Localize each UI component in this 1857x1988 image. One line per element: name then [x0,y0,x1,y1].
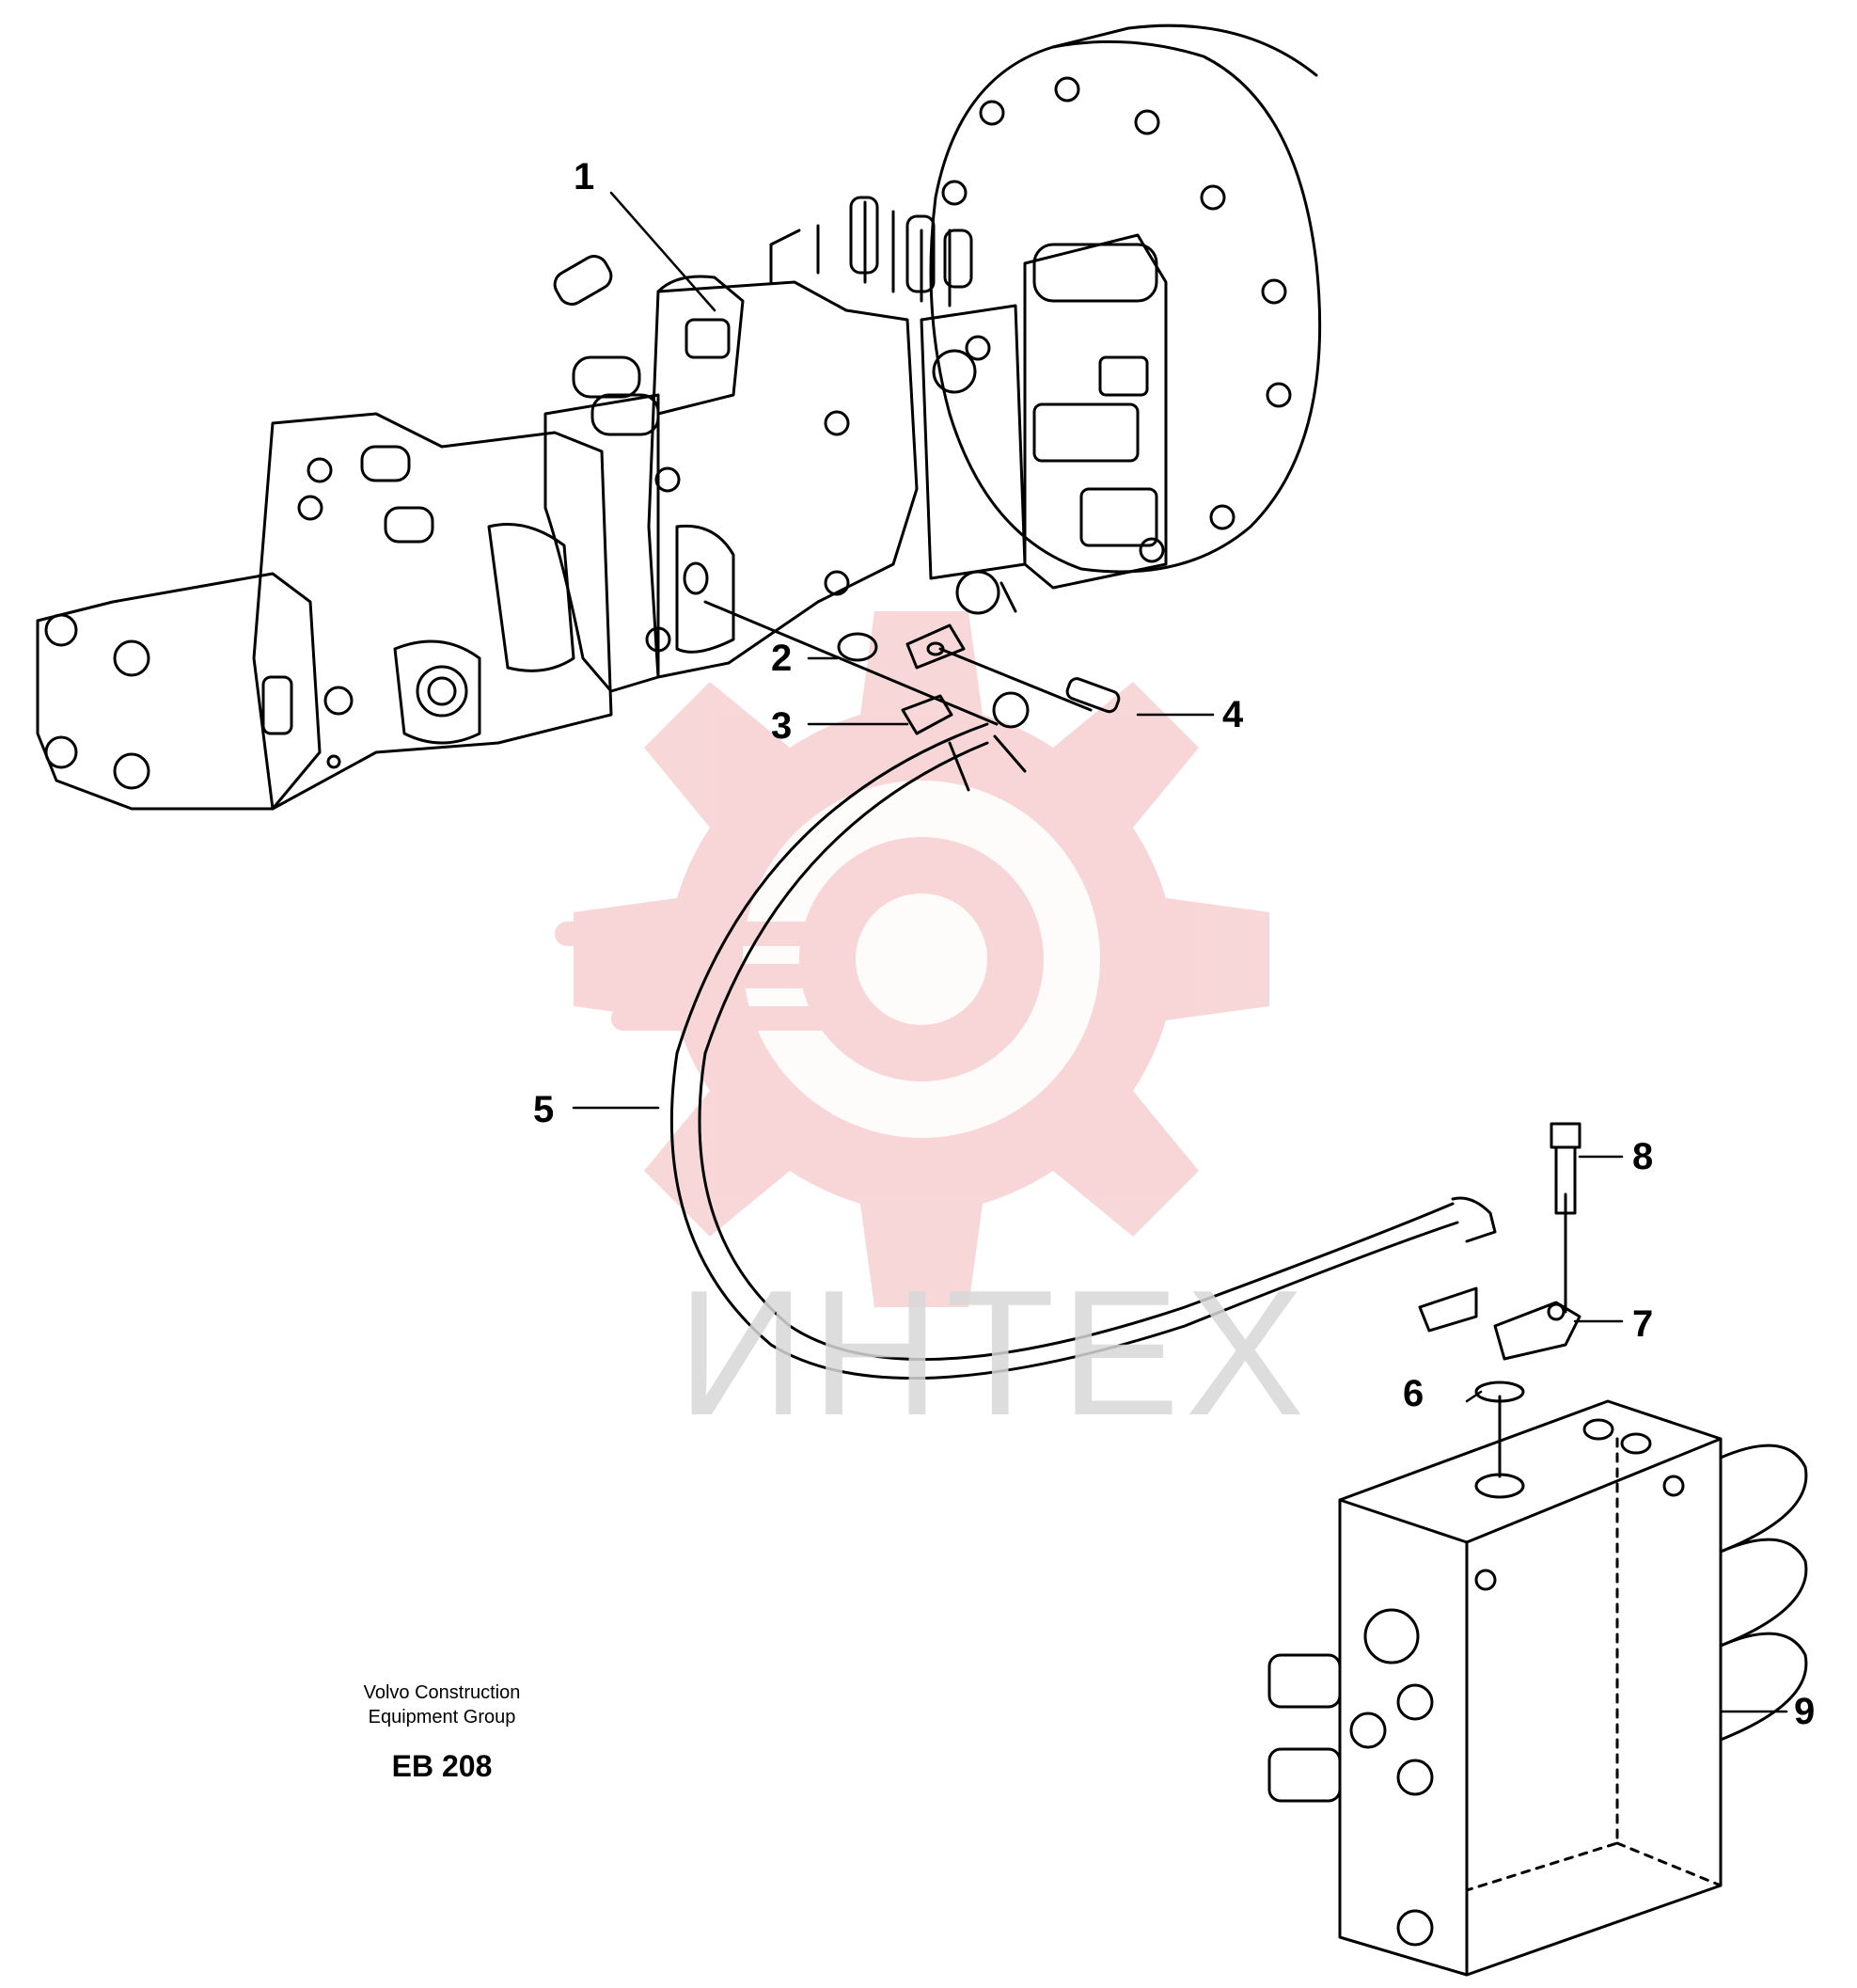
valve-block [1267,1399,1808,1977]
watermark-gear-logo [555,611,1269,1307]
callout-number-8: 8 [1632,1136,1654,1177]
flange-port-upper [703,600,1121,735]
callout-number-7: 7 [1632,1303,1654,1345]
publisher-line-2: Equipment Group [368,1707,516,1728]
main-pump-assembly [543,196,973,693]
callout-number-3: 3 [771,705,793,747]
callout-number-4: 4 [1222,694,1244,735]
control-valve-block [920,233,1168,615]
callout-number-9: 9 [1794,1691,1816,1732]
watermark-text: ИНТЕХ [677,1254,1311,1453]
pressure-hose [669,722,1497,1381]
publisher-line-1: Volvo Construction [363,1682,521,1703]
callout-leader-lines [572,191,1788,1713]
callout-number-6: 6 [1403,1373,1424,1414]
callout-number-5: 5 [533,1089,555,1130]
drawing-code: EB 208 [391,1749,493,1783]
callout-number-1: 1 [574,156,595,197]
callout-number-2: 2 [771,638,793,679]
flange-port-lower [1418,1122,1582,1478]
auxiliary-pump [36,412,613,811]
